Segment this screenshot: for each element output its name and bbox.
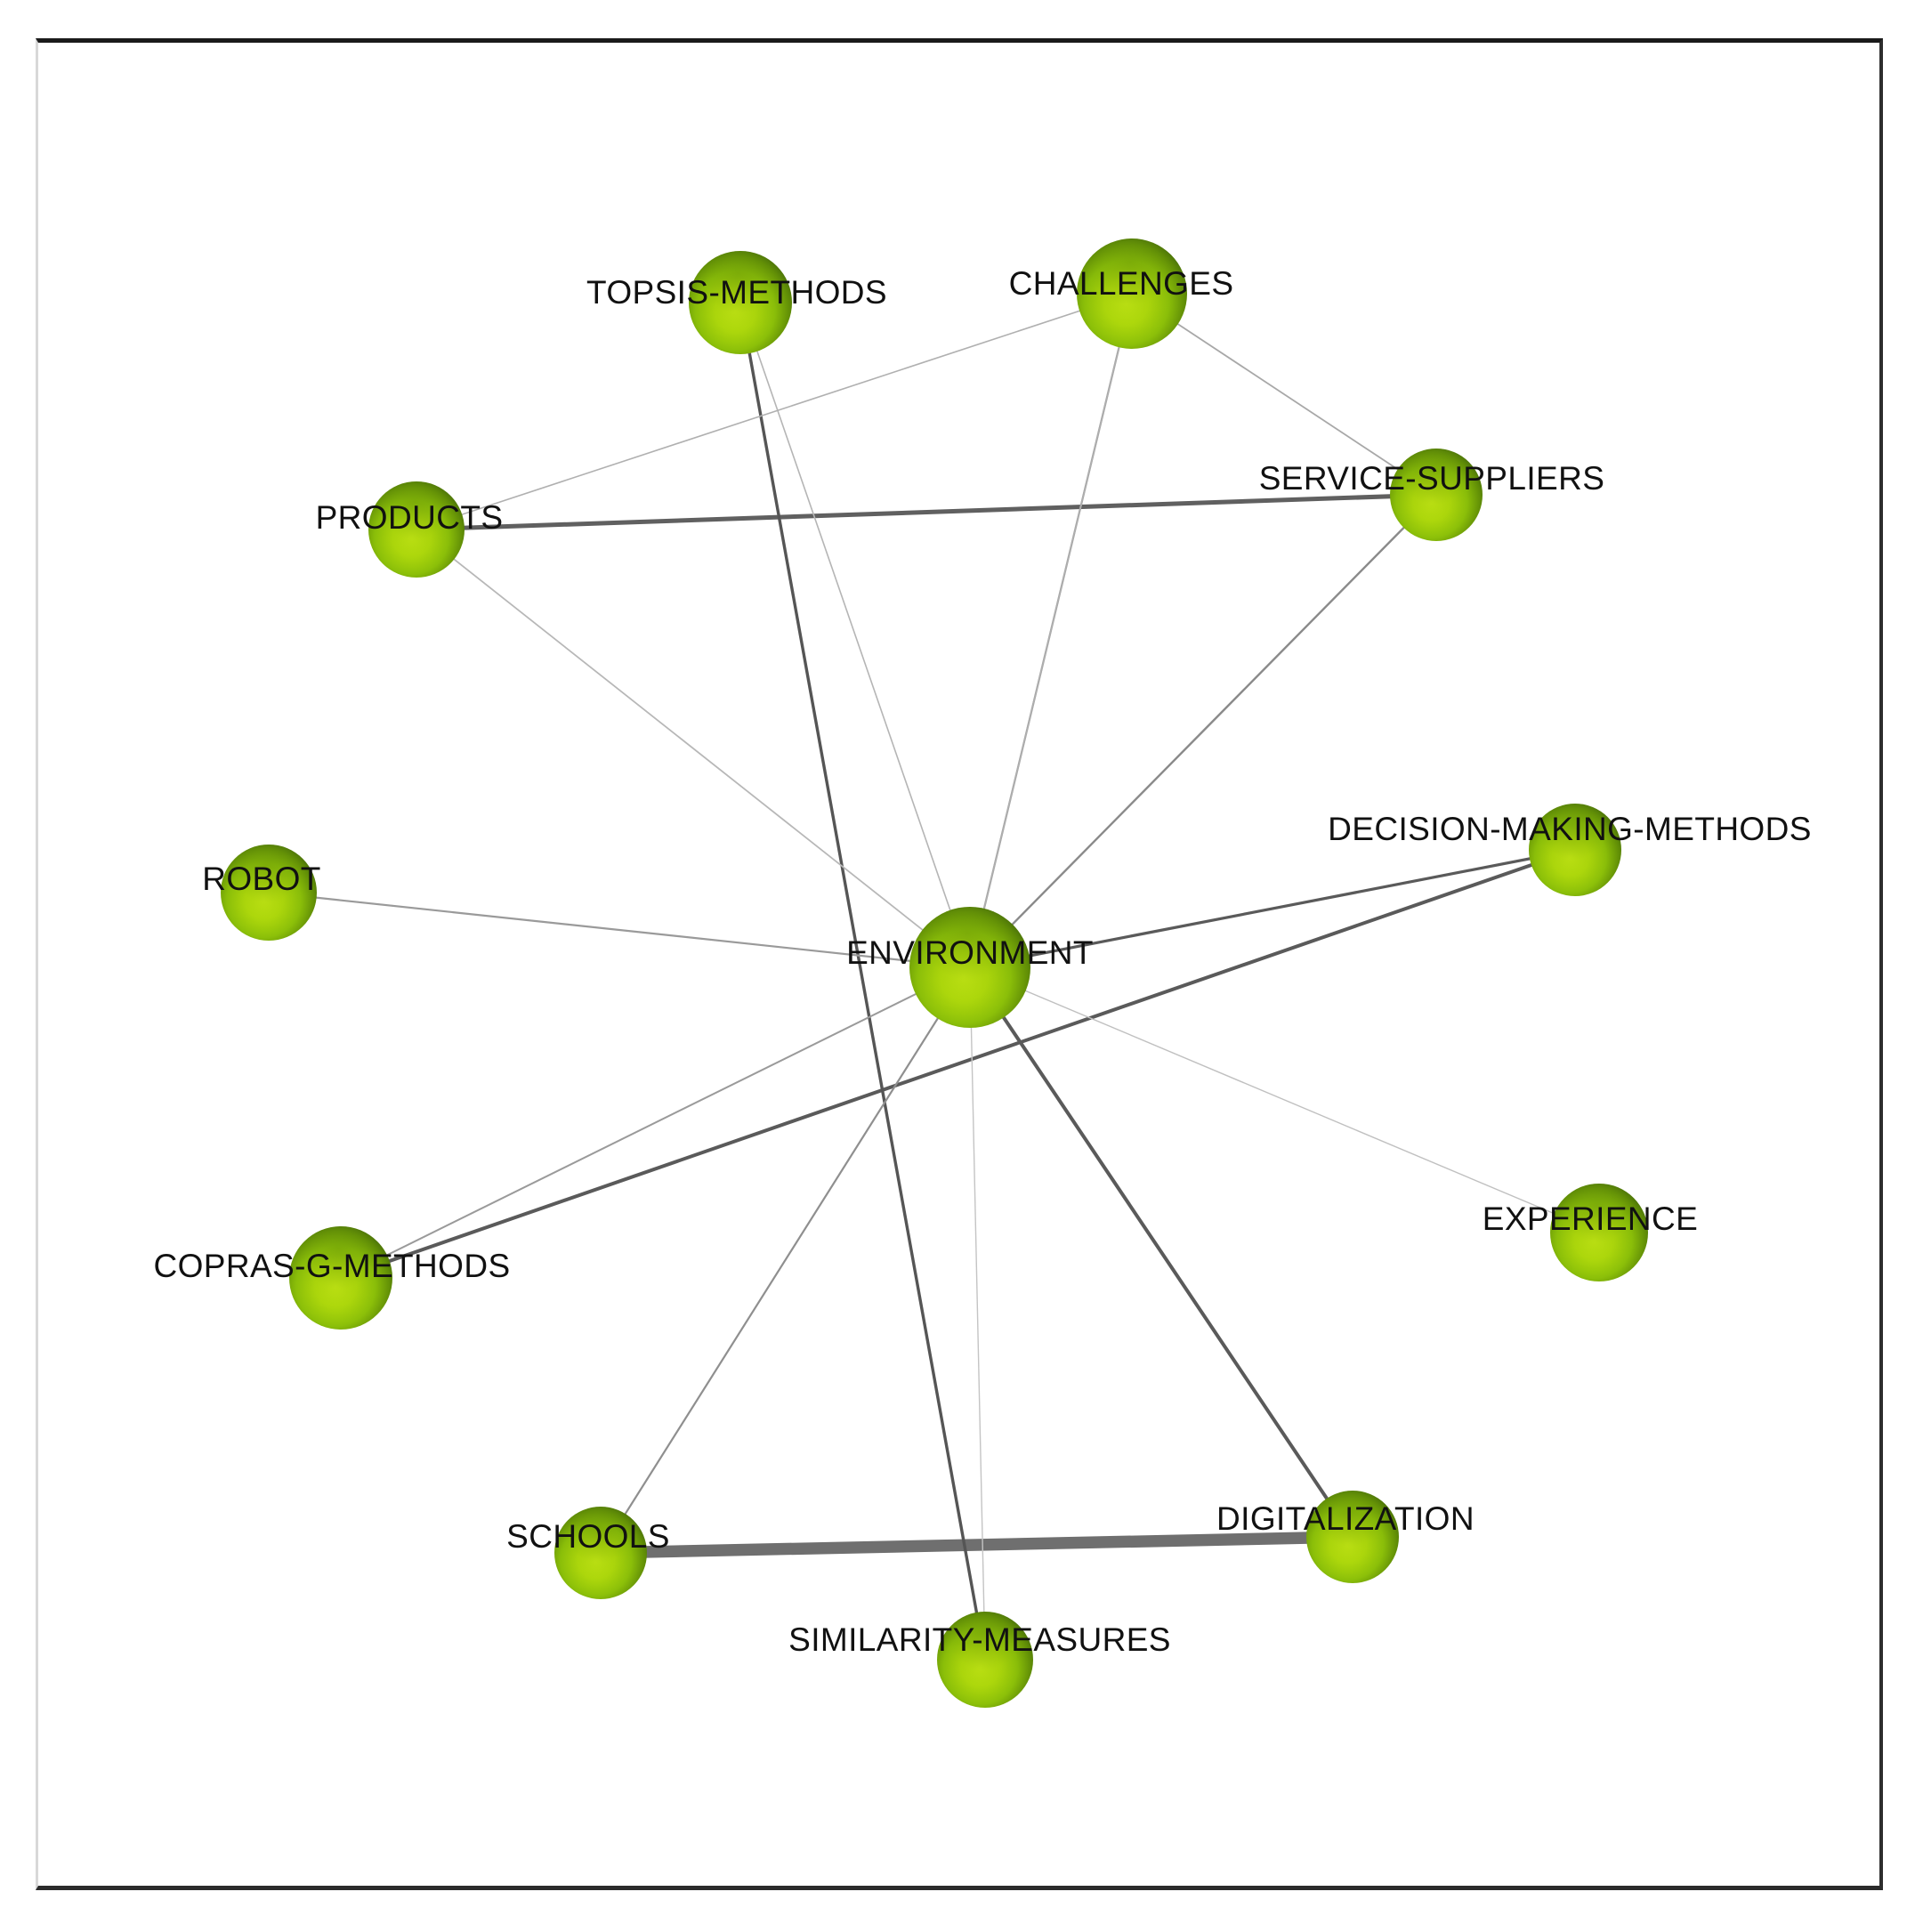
- node-shading: [1077, 238, 1187, 349]
- graph-node-robot[interactable]: [221, 845, 317, 941]
- graph-edge: [600, 1531, 1353, 1559]
- node-label-environment: ENVIRONMENT: [846, 934, 1094, 971]
- graph-edge: [968, 966, 1354, 1539]
- graph-edge: [416, 529, 971, 968]
- edges-layer: [268, 293, 1600, 1661]
- graph-node-similarity-measures[interactable]: [937, 1612, 1033, 1708]
- graph-edge: [739, 302, 971, 968]
- node-shading: [1550, 1184, 1648, 1281]
- node-shading: [1529, 804, 1621, 896]
- node-label-products: PRODUCTS: [316, 499, 504, 536]
- graph-node-copras-g-methods[interactable]: [289, 1226, 392, 1330]
- graph-edge: [340, 966, 971, 1279]
- graph-edge: [969, 494, 1437, 968]
- graph-edge: [969, 293, 1133, 968]
- graph-edge: [600, 966, 971, 1554]
- node-label-digitalization: DIGITALIZATION: [1216, 1500, 1475, 1537]
- graph-edge: [340, 848, 1576, 1280]
- node-shading: [909, 907, 1030, 1028]
- node-label-topsis-methods: TOPSIS-METHODS: [586, 274, 887, 311]
- graph-node-challenges[interactable]: [1077, 238, 1187, 349]
- graph-edge: [268, 891, 971, 969]
- node-label-experience: EXPERIENCE: [1483, 1200, 1699, 1237]
- node-label-decision-making-methods: DECISION-MAKING-METHODS: [1328, 811, 1812, 847]
- labels-layer: ENVIRONMENT TOPSIS-METHODS CHALLENGES SERVI…: [153, 265, 1811, 1658]
- node-label-schools: SCHOOLS: [506, 1518, 670, 1555]
- node-label-challenges: CHALLENGES: [1009, 265, 1234, 302]
- graph-node-products[interactable]: [368, 481, 465, 578]
- node-label-similarity-measures: SIMILARITY-MEASURES: [788, 1621, 1171, 1658]
- graph-edge: [739, 302, 987, 1661]
- node-label-copras-g-methods: COPRAS-G-METHODS: [153, 1248, 510, 1284]
- node-shading: [1390, 449, 1483, 541]
- node-shading: [689, 251, 792, 354]
- graph-node-service-suppliers[interactable]: [1390, 449, 1483, 541]
- nodes-layer: [221, 238, 1648, 1708]
- graph-edge: [969, 966, 986, 1661]
- node-shading: [554, 1507, 647, 1599]
- graph-node-topsis-methods[interactable]: [689, 251, 792, 354]
- node-shading: [937, 1612, 1033, 1708]
- node-label-service-suppliers: SERVICE-SUPPLIERS: [1259, 460, 1605, 497]
- graph-node-schools[interactable]: [554, 1507, 647, 1599]
- graph-node-digitalization[interactable]: [1306, 1491, 1399, 1583]
- graph-edge: [969, 848, 1576, 969]
- graph-edge: [1131, 293, 1437, 496]
- graph-node-experience[interactable]: [1550, 1184, 1648, 1281]
- node-shading: [289, 1226, 392, 1330]
- node-shading: [368, 481, 465, 578]
- graph-edge: [969, 966, 1600, 1233]
- graph-edge: [416, 492, 1437, 532]
- node-shading: [221, 845, 317, 941]
- graph-edge: [416, 293, 1133, 530]
- graph-node-environment[interactable]: [909, 907, 1030, 1028]
- node-shading: [1306, 1491, 1399, 1583]
- graph-node-decision-making-methods[interactable]: [1529, 804, 1621, 896]
- node-label-robot: ROBOT: [202, 861, 321, 897]
